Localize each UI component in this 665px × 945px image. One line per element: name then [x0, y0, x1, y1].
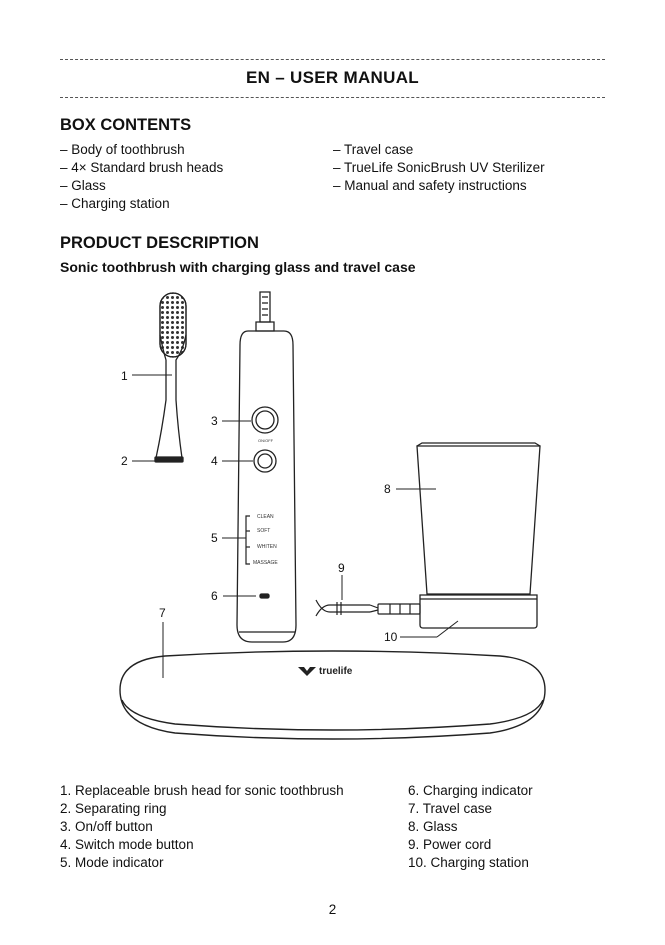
legend-item: 6. Charging indicator — [408, 783, 533, 798]
callout-6: 6 — [211, 589, 218, 603]
callout-4: 4 — [211, 454, 218, 468]
box-contents-list-left: Body of toothbrush 4× Standard brush hea… — [60, 141, 223, 213]
box-contents-list-right: Travel case TrueLife SonicBrush UV Steri… — [333, 141, 545, 195]
mode-label: MASSAGE — [253, 560, 278, 566]
charging-station — [419, 594, 538, 629]
travel-case — [119, 650, 546, 740]
callout-2: 2 — [121, 454, 128, 468]
callout-lines — [132, 374, 459, 678]
truelife-logo-icon — [298, 667, 316, 676]
legend-item: 1. Replaceable brush head for sonic toot… — [60, 783, 344, 798]
on-off-label: ON/OFF — [258, 438, 274, 443]
callout-numbers: 1 2 3 4 5 6 7 8 9 10 — [121, 369, 398, 644]
page-title: EN – USER MANUAL — [246, 68, 419, 87]
list-item: Travel case — [333, 141, 545, 159]
glass — [416, 442, 541, 595]
legend-item: 10. Charging station — [408, 855, 529, 870]
list-item: Body of toothbrush — [60, 141, 223, 159]
legend-item: 3. On/off button — [60, 819, 153, 834]
mode-indicator: CLEAN SOFT WHITEN MASSAGE — [253, 514, 278, 566]
legend-item: 4. Switch mode button — [60, 837, 194, 852]
callout-9: 9 — [338, 561, 345, 575]
box-contents-heading: BOX CONTENTS — [60, 116, 192, 134]
callout-7: 7 — [159, 606, 166, 620]
title-divider — [60, 97, 605, 98]
mode-label: WHITEN — [257, 544, 277, 550]
mode-bracket — [245, 515, 250, 565]
callout-8: 8 — [384, 482, 391, 496]
callout-3: 3 — [211, 414, 218, 428]
page-number: 2 — [328, 902, 337, 917]
toothbrush-body — [236, 291, 297, 643]
list-item: 4× Standard brush heads — [60, 159, 223, 177]
legend-item: 5. Mode indicator — [60, 855, 164, 870]
legend-item: 7. Travel case — [408, 801, 493, 816]
legend-item: 9. Power cord — [408, 837, 492, 852]
list-item: Glass — [60, 177, 223, 195]
list-item: Manual and safety instructions — [333, 177, 545, 195]
brush-head — [154, 292, 187, 463]
callout-10: 10 — [384, 630, 398, 644]
callout-1: 1 — [121, 369, 128, 383]
product-description-heading: PRODUCT DESCRIPTION — [60, 234, 259, 252]
list-item: TrueLife SonicBrush UV Sterilizer — [333, 159, 545, 177]
brand-logo-text: truelife — [319, 666, 353, 677]
mode-label: CLEAN — [257, 514, 274, 520]
product-subheading: Sonic toothbrush with charging glass and… — [60, 259, 416, 275]
legend-item: 8. Glass — [408, 819, 458, 834]
mode-label: SOFT — [257, 528, 270, 534]
list-item: Charging station — [60, 195, 223, 213]
callout-5: 5 — [211, 531, 218, 545]
power-cord — [315, 599, 421, 617]
legend-left: 1. Replaceable brush head for sonic toot… — [60, 782, 344, 872]
top-divider — [60, 59, 605, 60]
legend-item: 2. Separating ring — [60, 801, 167, 816]
legend-right: 6. Charging indicator 7. Travel case 8. … — [408, 782, 533, 872]
